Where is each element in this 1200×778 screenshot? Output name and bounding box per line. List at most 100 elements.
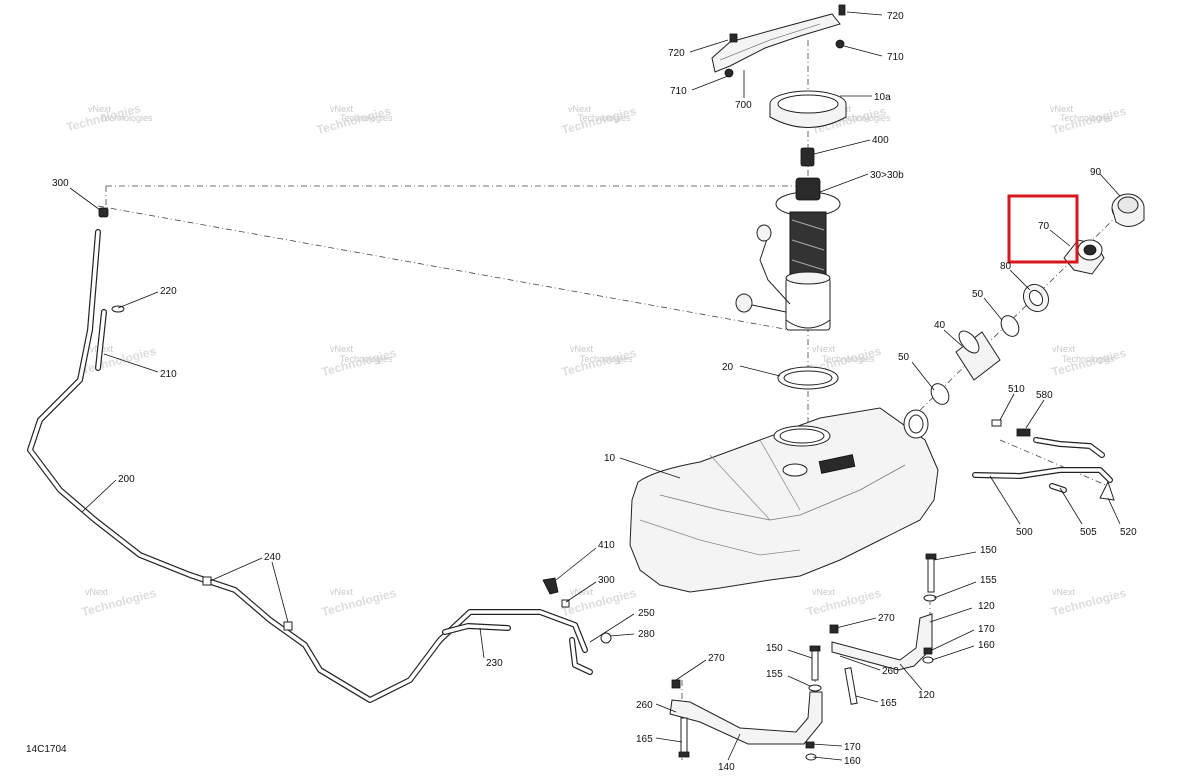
clip-220 xyxy=(111,305,125,313)
clip-300-top xyxy=(98,207,109,218)
callout-120: 120 xyxy=(918,690,935,701)
fuel-tank-10 xyxy=(629,407,939,593)
callout-210: 210 xyxy=(160,369,177,380)
washer-160a xyxy=(922,656,934,664)
callout-250: 250 xyxy=(638,608,655,619)
callout-410: 410 xyxy=(598,540,615,551)
callout-710: 710 xyxy=(887,52,904,63)
callout-10: 10 xyxy=(604,453,616,464)
callout-labels: 720 720 710 710 700 10a 400 30>30b 300 2… xyxy=(26,11,1137,773)
watermark-brand: vNext xyxy=(1050,104,1074,114)
callout-230: 230 xyxy=(486,658,503,669)
callout-165: 165 xyxy=(636,734,653,745)
watermark-brand: vNext xyxy=(812,344,836,354)
callout-280: 280 xyxy=(638,629,655,640)
callout-400: 400 xyxy=(872,135,889,146)
clamp-50-lower xyxy=(930,383,950,405)
watermark-name: Technologies xyxy=(578,113,631,123)
bolt-165a xyxy=(844,667,858,705)
bracket-700 xyxy=(711,4,846,78)
bolt-150b xyxy=(809,645,821,681)
callout-200: 200 xyxy=(118,474,135,485)
callout-150: 150 xyxy=(980,545,997,556)
clamp-50-upper xyxy=(1000,315,1020,337)
bolt-165b xyxy=(678,717,690,758)
watermark-brand: vNext xyxy=(85,587,109,597)
callout-720: 720 xyxy=(887,11,904,22)
lock-ring-10a xyxy=(769,90,847,128)
watermark-brand: vNext xyxy=(570,587,594,597)
washer-155a xyxy=(923,594,937,602)
nut-170b xyxy=(805,741,815,749)
vent-hose-500 xyxy=(972,437,1113,483)
watermark-brand: vNext xyxy=(570,344,594,354)
callout-270: 270 xyxy=(878,613,895,624)
watermark-name: Technologies xyxy=(822,354,875,364)
fitting-400 xyxy=(800,147,815,167)
clip-520 xyxy=(1099,480,1115,501)
watermark-brand: vNext xyxy=(88,104,112,114)
hose-250 xyxy=(569,637,593,675)
gasket-80 xyxy=(1022,283,1050,313)
watermark-name: Technologies xyxy=(100,113,153,123)
bracket-120 xyxy=(831,613,933,671)
vent-tube-505 xyxy=(1049,483,1067,493)
callout-260: 260 xyxy=(636,700,653,711)
watermark-brand: vNext xyxy=(1052,587,1076,597)
callout-240: 240 xyxy=(264,552,281,563)
callout-155: 155 xyxy=(980,575,997,586)
clip-270b xyxy=(671,679,681,689)
nut-170a xyxy=(923,647,933,655)
watermark-name: Technologies xyxy=(580,354,633,364)
watermark-brand: vNext xyxy=(568,104,592,114)
highlight-box-70 xyxy=(1007,194,1079,264)
elbow-410 xyxy=(542,577,559,595)
callout-140: 140 xyxy=(718,762,735,773)
callout-260: 260 xyxy=(882,666,899,677)
centerline-vent xyxy=(97,205,791,331)
callout-30: 30>30b xyxy=(870,170,904,181)
watermark-name: Technologies xyxy=(340,113,393,123)
callout-160: 160 xyxy=(978,640,995,651)
watermark-name: Technologies xyxy=(838,113,891,123)
watermark-brand: vNext xyxy=(812,587,836,597)
fuel-line-200 xyxy=(27,229,588,703)
callout-580: 580 xyxy=(1036,390,1053,401)
callout-160: 160 xyxy=(844,756,861,767)
clip-270a xyxy=(829,624,839,634)
clamp-240a xyxy=(202,576,212,586)
callout-720: 720 xyxy=(668,48,685,59)
callout-300: 300 xyxy=(598,575,615,586)
neck-70 xyxy=(1063,239,1105,275)
callout-505: 505 xyxy=(1080,527,1097,538)
leader-lines xyxy=(69,11,1121,761)
callout-500: 500 xyxy=(1016,527,1033,538)
assembly-centerlines xyxy=(97,40,1129,760)
watermark-brand: vNext xyxy=(330,587,354,597)
hose-230 xyxy=(442,623,511,635)
callout-220: 220 xyxy=(160,286,177,297)
callout-300: 300 xyxy=(52,178,69,189)
bolt-150a xyxy=(925,553,937,593)
bracket-140 xyxy=(669,691,823,745)
valve-510 xyxy=(991,419,1002,427)
callout-510: 510 xyxy=(1008,384,1025,395)
diagram-id: 14C1704 xyxy=(26,744,67,755)
callout-120: 120 xyxy=(978,601,995,612)
watermark-name: Technologies xyxy=(1060,113,1113,123)
hose-40 xyxy=(955,330,1001,381)
fuel-pump-30 xyxy=(735,177,841,331)
callout-520: 520 xyxy=(1120,527,1137,538)
watermark-name: Technologies xyxy=(340,354,393,364)
callout-50: 50 xyxy=(972,289,984,300)
callout-90: 90 xyxy=(1090,167,1102,178)
washer-155b xyxy=(808,684,822,692)
callout-155: 155 xyxy=(766,669,783,680)
callout-10a: 10a xyxy=(874,92,891,103)
watermark-name: Technologies xyxy=(1062,354,1115,364)
callout-170: 170 xyxy=(978,624,995,635)
watermark-brand: vNext xyxy=(1052,344,1076,354)
clamp-280 xyxy=(600,632,612,644)
callout-270: 270 xyxy=(708,653,725,664)
